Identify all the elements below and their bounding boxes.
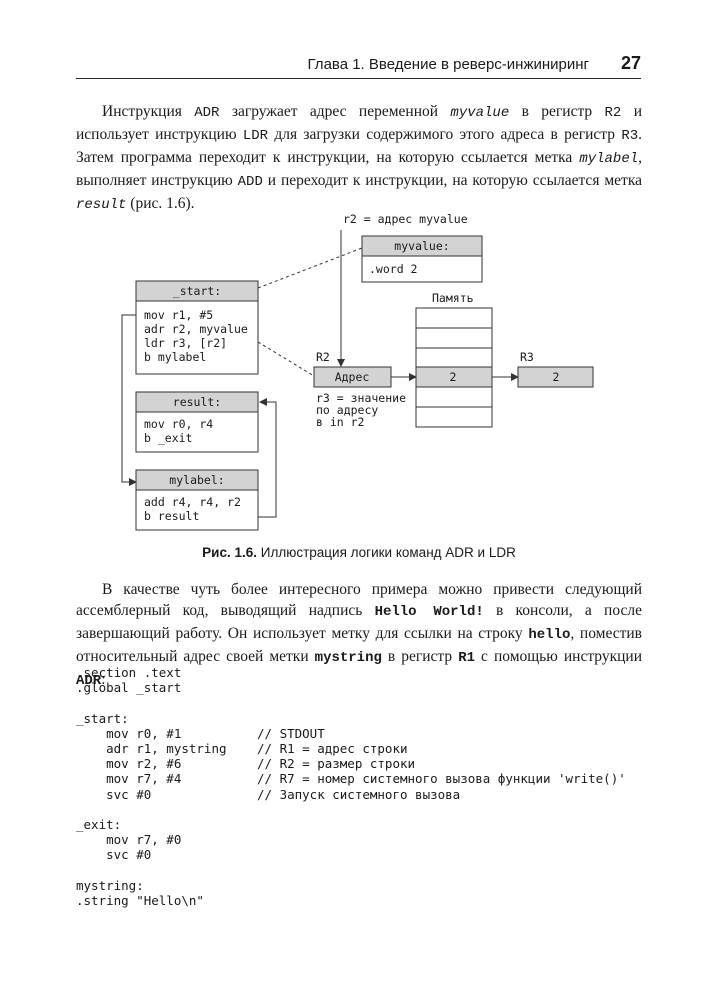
r3-label: R3: [520, 350, 534, 364]
myvalue-header: myvalue:: [394, 239, 449, 253]
code-text: mov r7, #0: [76, 832, 182, 848]
arrow-mylabel-to-result: [258, 398, 277, 518]
code-line: [76, 695, 227, 710]
start-line: adr r2, myvalue: [144, 322, 248, 336]
code-text: mov r7, #4: [76, 771, 182, 787]
code-line: mov r0, #1 // STDOUT: [76, 725, 325, 741]
start-line: ldr r3, [r2]: [144, 336, 227, 350]
code-line: .section .text: [76, 665, 227, 680]
myvalue-body: .word 2: [369, 262, 417, 276]
memory-value: 2: [450, 370, 457, 384]
code-line: _start:: [76, 711, 227, 726]
code-line: .global _start: [76, 680, 227, 695]
result-box: result: mov r0, r4 b _exit: [135, 391, 259, 453]
memory-stack: [415, 307, 493, 428]
code-line: mov r7, #4 // R7 = номер системного вызов…: [76, 771, 626, 787]
r2-label: R2: [316, 350, 330, 364]
code-text: svc #0: [76, 847, 152, 863]
adr-ldr-diagram: r2 = адрес myvalue myvalue: .word 2 _sta…: [121, 212, 594, 531]
code-comment: // Запуск системного вызова: [257, 786, 461, 802]
code-text: _start:: [76, 710, 129, 726]
result-line: b _exit: [144, 431, 192, 445]
code-line: mov r7, #0: [76, 832, 227, 847]
code-line: [76, 802, 227, 817]
paragraph-2: В качестве чуть более интересного пример…: [76, 581, 643, 689]
memory-label: Память: [432, 291, 474, 305]
start-box: _start: mov r1, #5 adr r2, myvalue ldr r…: [135, 280, 259, 375]
code-text: mov r2, #6: [76, 756, 182, 772]
code-line: adr r1, mystring // R1 = адрес строки: [76, 740, 407, 756]
page-header: Глава 1. Введение в реверс-инжиниринг 27: [76, 53, 641, 79]
code-text: .section .text: [76, 665, 182, 680]
code-text: .string "Hello\n": [76, 892, 204, 908]
result-line: mov r0, r4: [144, 417, 213, 431]
dashed-link-top: [257, 247, 363, 289]
code-text: adr r1, mystring: [76, 740, 227, 756]
caption-label: Рис. 1.6.: [202, 545, 258, 560]
mylabel-line: add r4, r4, r2: [144, 495, 241, 509]
code-line: .string "Hello\n": [76, 893, 227, 908]
r3-note-line: по адресу: [316, 403, 378, 417]
arrow-start-to-mylabel: [121, 314, 137, 486]
r3-box: [517, 366, 594, 388]
mylabel-line: b result: [144, 509, 199, 523]
myvalue-box: myvalue: .word 2: [361, 235, 483, 283]
r3-value: 2: [553, 370, 560, 384]
code-listing: .section .text.global _start _start: mov …: [76, 665, 626, 908]
code-line: mystring:: [76, 878, 227, 893]
start-line: b mylabel: [144, 350, 206, 364]
address-box-label: Адрес: [335, 370, 370, 384]
code-line: svc #0 // Запуск системного вызова: [76, 786, 460, 802]
top-note: r2 = адрес myvalue: [343, 212, 468, 226]
start-header: _start:: [173, 284, 221, 298]
code-text: _exit:: [76, 816, 122, 832]
code-text: .global _start: [76, 680, 182, 696]
r3-note-line: в in r2: [316, 415, 364, 429]
code-text: mystring:: [76, 877, 144, 893]
address-box: [313, 366, 392, 388]
running-title: Глава 1. Введение в реверс-инжиниринг: [307, 56, 589, 73]
figure-caption: Рис. 1.6. Иллюстрация логики команд ADR …: [76, 545, 642, 560]
code-line: _exit:: [76, 817, 227, 832]
mylabel-header: mylabel:: [169, 473, 224, 487]
code-comment: // R2 = размер строки: [257, 756, 416, 772]
code-text: mov r0, #1: [76, 725, 182, 741]
code-line: mov r2, #6 // R2 = размер строки: [76, 756, 415, 772]
code-comment: // R1 = адрес строки: [257, 740, 408, 756]
mylabel-box: mylabel: add r4, r4, r2 b result: [135, 469, 259, 531]
code-text: svc #0: [76, 786, 152, 802]
code-line: [76, 862, 227, 877]
caption-text: Иллюстрация логики команд ADR и LDR: [257, 545, 516, 560]
r3-note-line: r3 = значение: [316, 391, 406, 405]
paragraph-1: Инструкция ADR загружает адрес переменно…: [76, 103, 643, 213]
page-number: 27: [620, 53, 641, 73]
dashed-link-bottom: [257, 341, 315, 377]
code-line: svc #0: [76, 847, 227, 862]
code-comment: // STDOUT: [257, 725, 325, 741]
code-comment: // R7 = номер системного вызова функции …: [257, 771, 626, 787]
start-line: mov r1, #5: [144, 308, 213, 322]
result-header: result:: [173, 395, 221, 409]
